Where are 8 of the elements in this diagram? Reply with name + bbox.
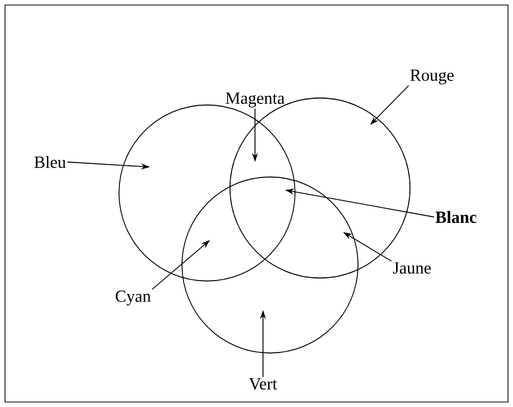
region-label: Cyan (116, 290, 151, 306)
region-label: Rouge (410, 70, 454, 84)
region-label: Bleu (34, 156, 66, 168)
region-label: Vert (249, 378, 278, 390)
region-label: Blanc (436, 211, 476, 223)
region-label: Magenta (226, 92, 284, 108)
color-circle (182, 176, 358, 354)
region-label: Jaune (393, 262, 431, 274)
